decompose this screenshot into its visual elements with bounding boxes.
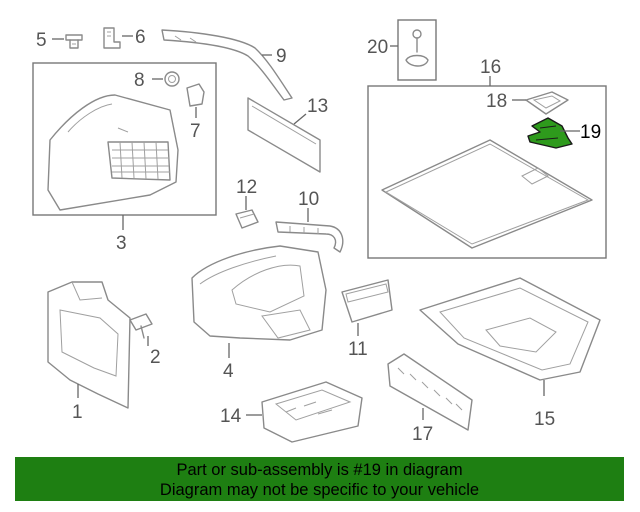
leader-13 (293, 113, 307, 125)
callout-12[interactable]: 12 (236, 177, 257, 198)
part-6-bracket[interactable] (103, 27, 121, 49)
callout-18[interactable]: 18 (486, 91, 507, 112)
callout-14[interactable]: 14 (220, 406, 242, 427)
banner-line-1: Part or sub-assembly is #19 in diagram (176, 461, 463, 479)
part-12-clip[interactable] (235, 209, 259, 229)
part-9-trim-strip[interactable] (161, 29, 293, 101)
callout-16[interactable]: 16 (480, 57, 501, 78)
part-4-side-trim-panel[interactable] (191, 245, 327, 341)
callout-19[interactable]: 19 (580, 122, 601, 143)
part-11-storage-pocket[interactable] (341, 279, 393, 323)
part-7-cap[interactable] (186, 83, 205, 107)
callout-7[interactable]: 7 (190, 121, 201, 142)
callout-5[interactable]: 5 (36, 30, 47, 51)
part-19-fill (527, 117, 573, 149)
part-13-sill-plate[interactable] (247, 97, 321, 173)
assembly-box-3 (32, 62, 217, 216)
part-15-cargo-tray[interactable] (419, 277, 601, 381)
callout-1[interactable]: 1 (72, 402, 83, 423)
part-17-insert-tray[interactable] (387, 353, 473, 431)
callout-6[interactable]: 6 (135, 27, 146, 48)
callout-20[interactable]: 20 (367, 37, 388, 58)
callout-3[interactable]: 3 (116, 233, 127, 254)
part-8-grommet[interactable] (164, 71, 180, 87)
callout-2[interactable]: 2 (150, 347, 161, 368)
callout-10[interactable]: 10 (298, 189, 319, 210)
callout-17[interactable]: 17 (412, 424, 433, 445)
part-5-clip[interactable] (65, 34, 83, 49)
info-banner: Part or sub-assembly is #19 in diagram D… (15, 457, 624, 501)
part-10-trim-strip[interactable] (275, 221, 344, 253)
part-2-push-clip[interactable] (129, 313, 153, 339)
callout-13[interactable]: 13 (307, 96, 328, 117)
part-20-fastener[interactable] (405, 29, 429, 67)
part-1-rear-panel[interactable] (47, 281, 131, 409)
part-20-box (397, 19, 437, 81)
callout-9[interactable]: 9 (276, 46, 287, 67)
callout-15[interactable]: 15 (534, 409, 555, 430)
part-14-tool-tray[interactable] (261, 381, 363, 443)
callout-11[interactable]: 11 (348, 339, 368, 360)
part-18-handle-bezel[interactable] (525, 91, 569, 115)
banner-line-2: Diagram may not be specific to your vehi… (159, 481, 480, 499)
part-19-handle-highlighted[interactable] (527, 117, 573, 149)
part-16-floor-board[interactable] (381, 139, 593, 249)
callout-4[interactable]: 4 (223, 361, 234, 382)
callout-8[interactable]: 8 (134, 70, 145, 91)
assembly-box-16 (367, 85, 607, 259)
part-3-quarter-trim-panel[interactable] (47, 94, 179, 211)
